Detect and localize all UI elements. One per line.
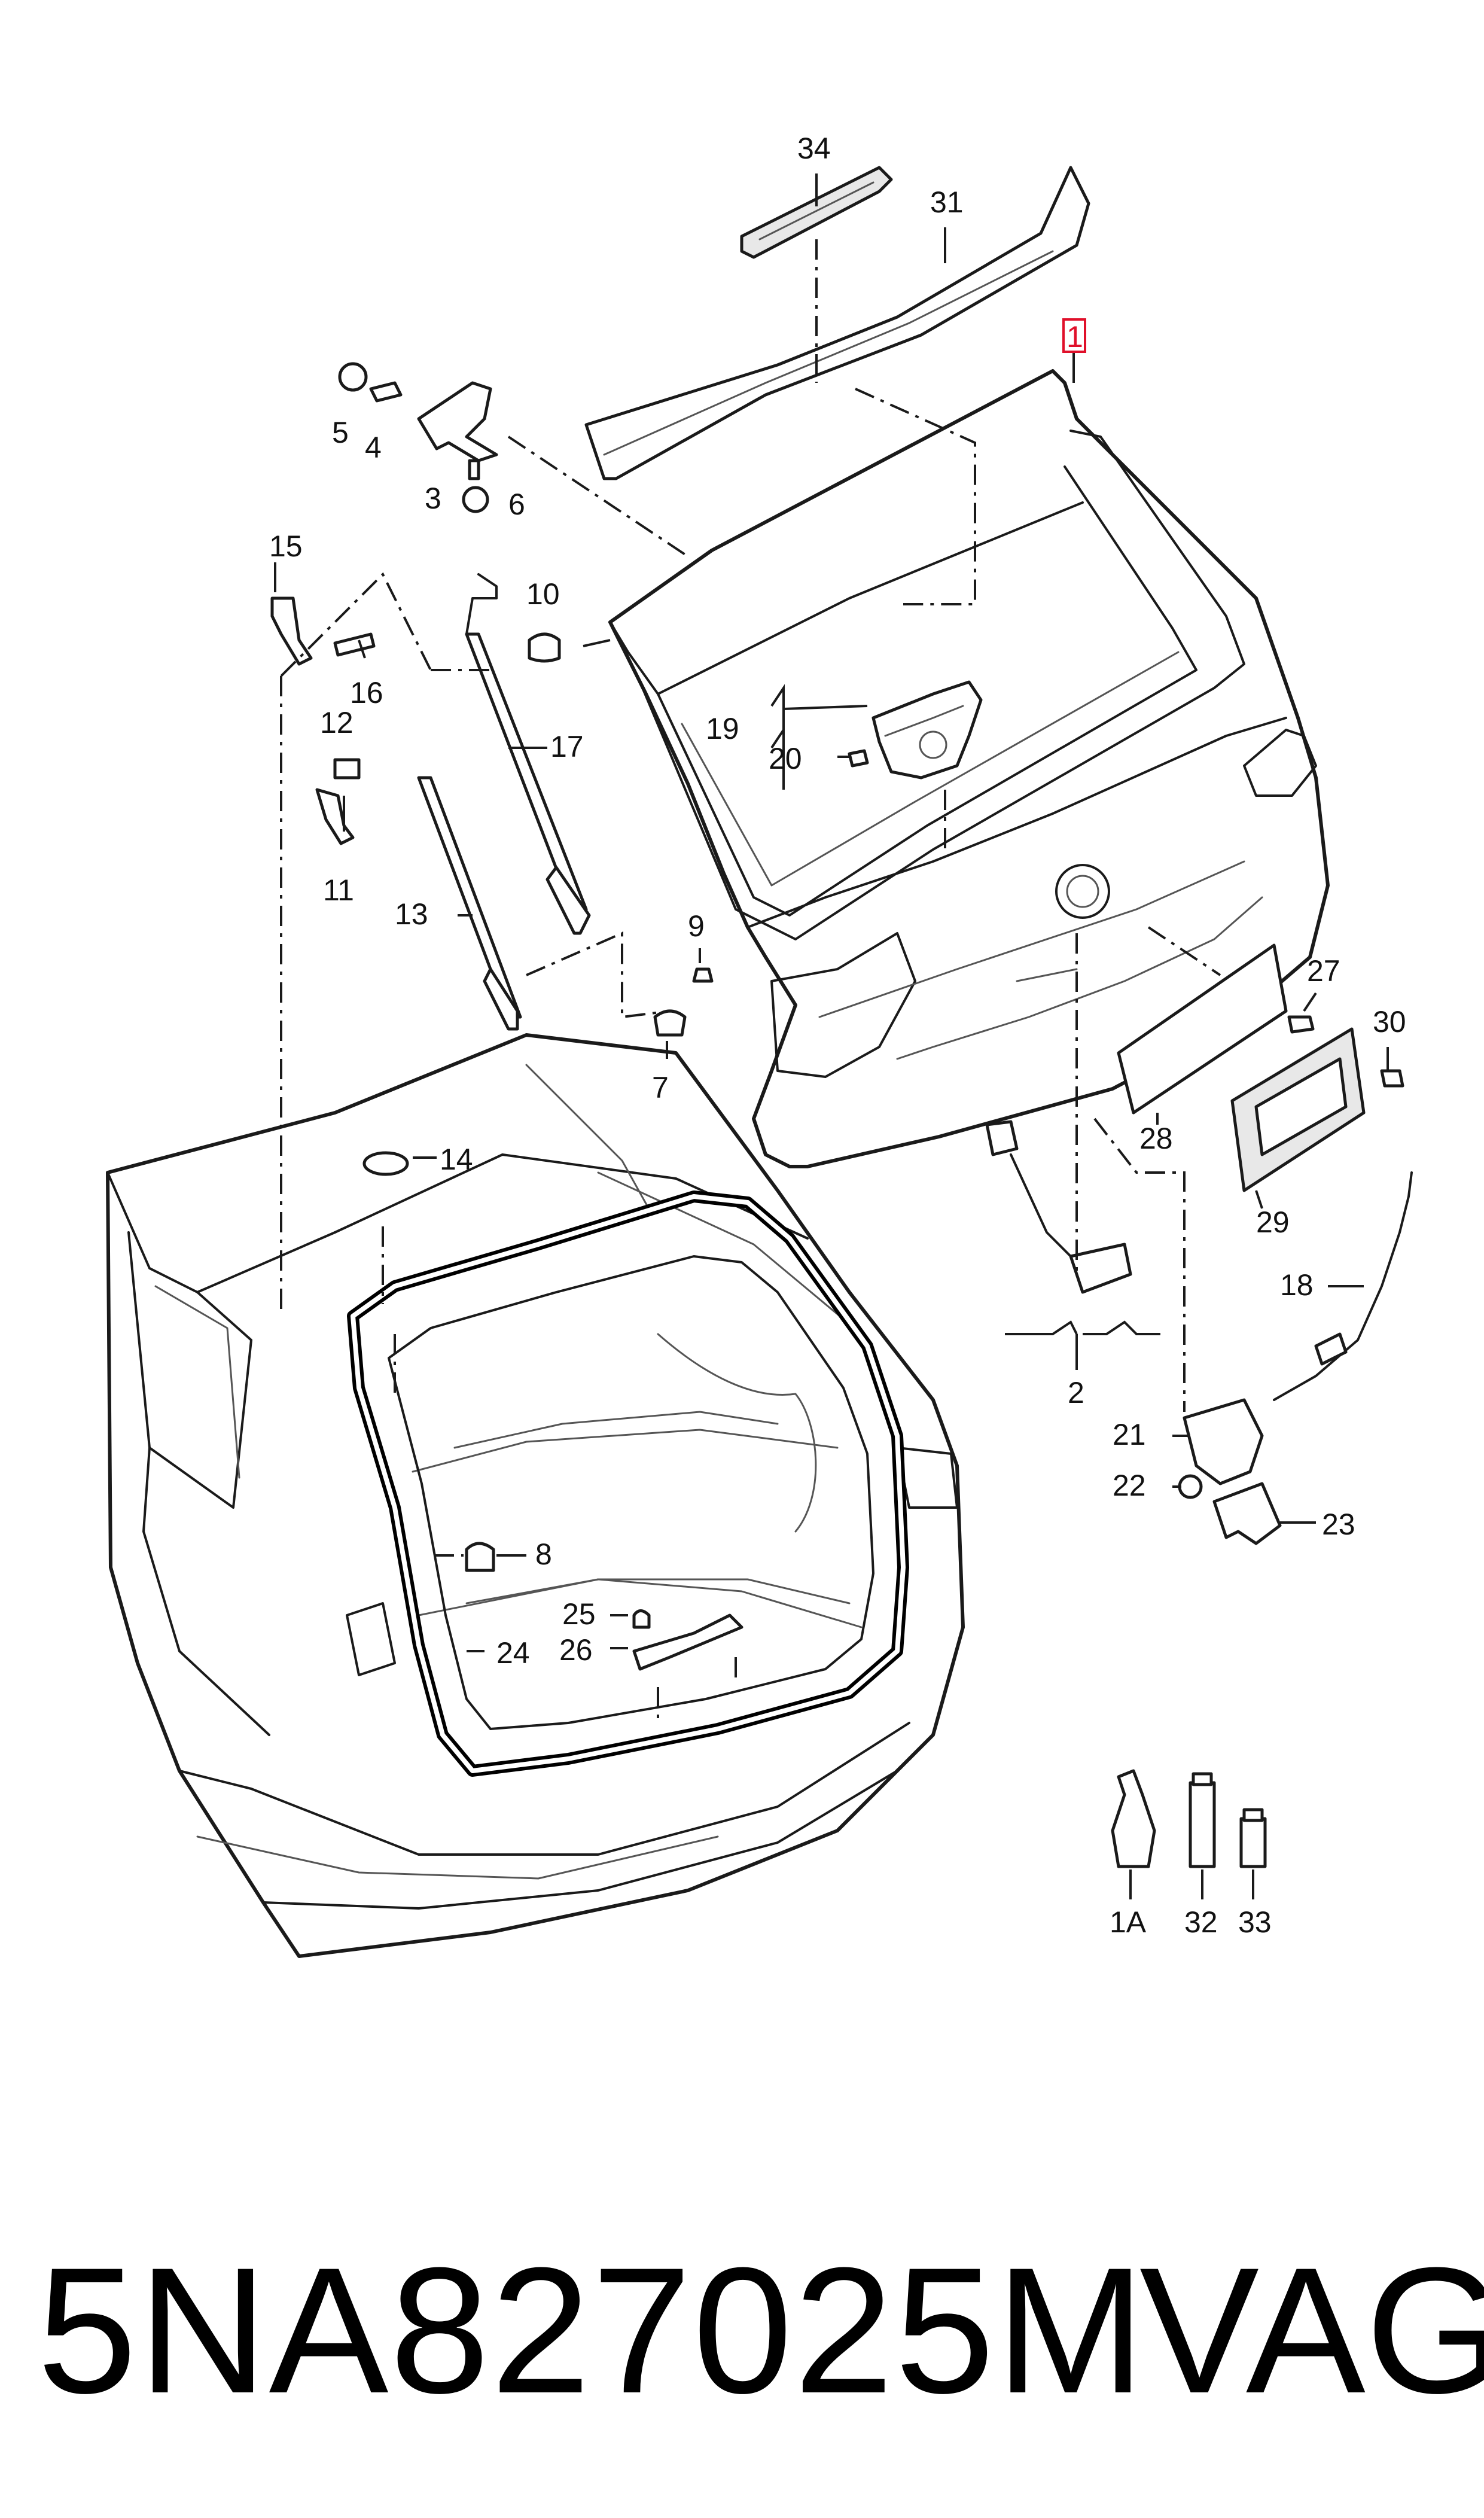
- cover-strip-34: [740, 166, 893, 259]
- licence-plate-group: [1117, 943, 1404, 1192]
- tailgate-seal: [347, 1191, 909, 1777]
- callout-4: 4: [365, 431, 382, 464]
- callout-19: 19: [706, 712, 739, 745]
- highlight-box-1: [1062, 318, 1086, 353]
- part-number-caption: 5NA827025M: [37, 2230, 1147, 2431]
- callout-34: 34: [797, 132, 831, 165]
- ball-stud-group: [315, 758, 361, 845]
- callout-5: 5: [332, 416, 349, 449]
- callout-11: 11: [323, 873, 354, 907]
- callout-31: 31: [930, 185, 964, 219]
- callout-26: 26: [559, 1633, 593, 1667]
- callout-leaders: [274, 173, 1389, 1899]
- callout-1: 1: [1066, 320, 1083, 354]
- callout-28: 28: [1139, 1122, 1173, 1155]
- callout-29: 29: [1256, 1205, 1290, 1239]
- callout-25: 25: [562, 1597, 596, 1631]
- callout-3: 3: [425, 482, 441, 515]
- callout-12: 12: [320, 706, 354, 739]
- callout-33: 33: [1238, 1905, 1272, 1939]
- callout-13: 13: [395, 897, 428, 931]
- brand-caption: VAG: [1139, 2230, 1484, 2431]
- callout-20: 20: [769, 742, 802, 775]
- callout-labels: 1 34 31 5 4 3 6 10 15 16 17 12 11 13 19 …: [269, 132, 1406, 1939]
- hinge-bracket-group: [270, 596, 376, 666]
- callout-2: 2: [1068, 1376, 1084, 1409]
- wiper-motor: [848, 680, 983, 780]
- callout-18: 18: [1280, 1268, 1314, 1302]
- callout-8: 8: [535, 1537, 552, 1571]
- dash-leaders: [280, 239, 1221, 1723]
- callout-15: 15: [269, 529, 303, 563]
- gas-strut-13: [417, 776, 522, 1031]
- callout-7: 7: [652, 1071, 669, 1104]
- release-cable-18: [1273, 1171, 1413, 1401]
- callout-21: 21: [1113, 1418, 1146, 1451]
- small-fixings: [362, 632, 714, 1572]
- tailgate-assembly: [608, 369, 1330, 1168]
- callout-27: 27: [1307, 954, 1340, 988]
- callout-1A: 1A: [1110, 1905, 1147, 1939]
- callout-17: 17: [550, 730, 584, 763]
- callout-23: 23: [1322, 1508, 1355, 1541]
- callout-22: 22: [1113, 1469, 1146, 1502]
- callout-32: 32: [1184, 1905, 1218, 1939]
- callout-30: 30: [1373, 1005, 1406, 1039]
- tailgate-switch-2: [985, 1120, 1132, 1294]
- callout-24: 24: [496, 1636, 530, 1670]
- gas-strut-17: [465, 573, 591, 935]
- callout-10: 10: [526, 577, 560, 611]
- consumables: [1111, 1769, 1267, 1868]
- lock-group: [1178, 1398, 1282, 1545]
- spoiler-31: [584, 166, 1090, 480]
- callout-14: 14: [440, 1143, 473, 1176]
- car-body-rear: [106, 1033, 965, 1958]
- callout-16: 16: [350, 676, 383, 710]
- hinge-group: [338, 362, 498, 513]
- striker-group: [632, 1609, 743, 1671]
- callout-6: 6: [508, 488, 525, 521]
- callout-9: 9: [688, 909, 705, 943]
